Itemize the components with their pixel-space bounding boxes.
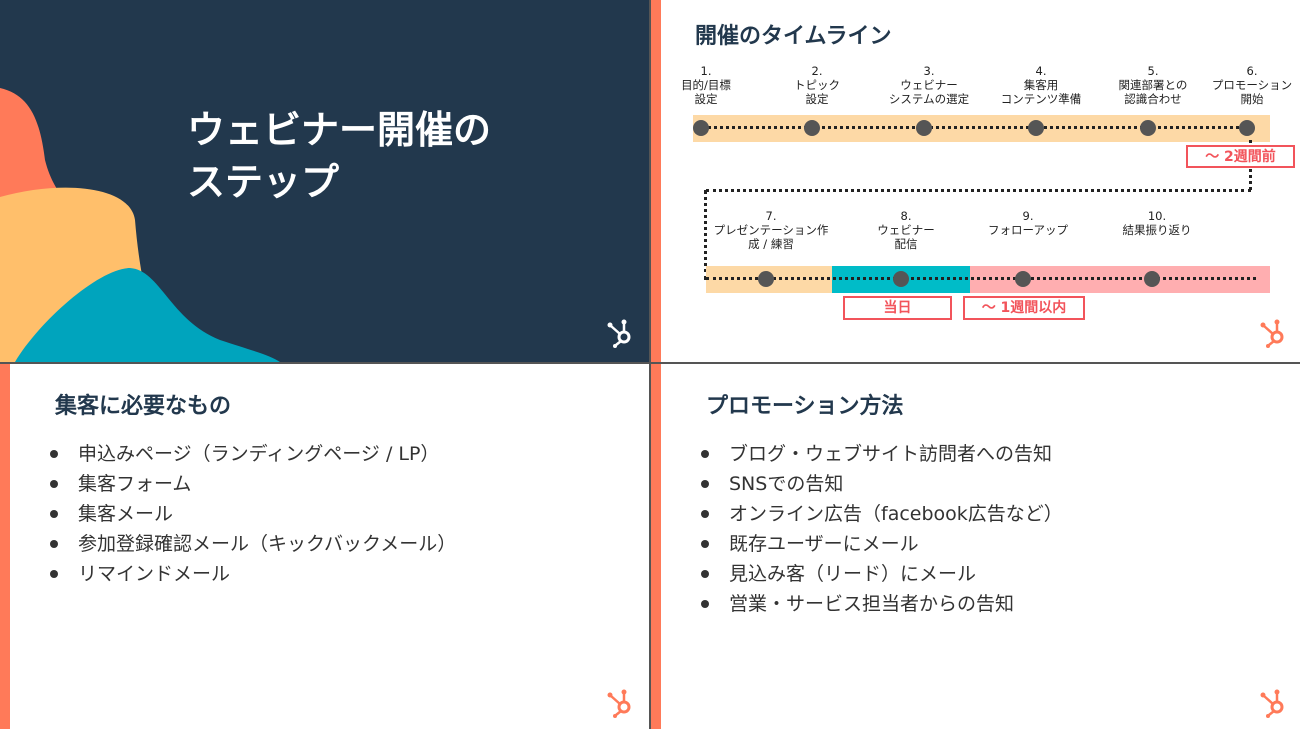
step-label: 9.フォローアップ — [968, 209, 1088, 237]
step-line2: システムの選定 — [888, 92, 970, 106]
timeline-dot — [1140, 120, 1156, 136]
bullet-list: ブログ・ウェブサイト訪問者への告知 SNSでの告知 オンライン広告（facebo… — [699, 439, 1063, 619]
timeline-line — [706, 277, 1256, 280]
step-line1: 結果振り返り — [1122, 223, 1192, 237]
timeline-dot — [1144, 271, 1160, 287]
step-num: 3. — [923, 64, 935, 78]
slide-lead-requirements[interactable]: 集客に必要なもの 申込みページ（ランディングページ / LP） 集客フォーム 集… — [0, 364, 649, 729]
timeline-dot — [693, 120, 709, 136]
badge-day-of: 当日 — [843, 296, 952, 320]
step-line2: 配信 — [894, 237, 918, 251]
step-num: 4. — [1035, 64, 1047, 78]
title-line-1: ウェビナー開催の — [187, 108, 492, 152]
accent-bar — [651, 0, 661, 362]
step-line1: フォローアップ — [987, 223, 1069, 237]
accent-bar — [0, 364, 10, 729]
step-line2: 開始 — [1240, 92, 1264, 106]
step-line1: プロモーション — [1211, 78, 1293, 92]
step-line2: 設定 — [805, 92, 829, 106]
title-line-2: ステップ — [187, 160, 340, 204]
step-num: 1. — [700, 64, 712, 78]
accent-bar — [651, 364, 661, 729]
slide-title-text: ウェビナー開催のステップ — [187, 104, 491, 208]
step-label: 7.プレゼンテーション作成 / 練習 — [711, 209, 831, 251]
timeline-dot — [893, 271, 909, 287]
hubspot-logo-icon — [606, 318, 636, 348]
bullet-list: 申込みページ（ランディングページ / LP） 集客フォーム 集客メール 参加登録… — [48, 439, 456, 589]
step-num: 5. — [1147, 64, 1159, 78]
list-item: 営業・サービス担当者からの告知 — [699, 589, 1063, 619]
timeline-dot — [1015, 271, 1031, 287]
slide-promotion-methods[interactable]: プロモーション方法 ブログ・ウェブサイト訪問者への告知 SNSでの告知 オンライ… — [651, 364, 1300, 729]
list-item: 見込み客（リード）にメール — [699, 559, 1063, 589]
step-num: 10. — [1147, 209, 1167, 223]
slide-heading: 集客に必要なもの — [55, 394, 232, 419]
step-label: 2.トピック設定 — [757, 64, 877, 106]
step-label: 6.プロモーション開始 — [1192, 64, 1300, 106]
hubspot-logo-icon — [1259, 318, 1289, 348]
list-item: オンライン広告（facebook広告など） — [699, 499, 1063, 529]
step-line1: プレゼンテーション作 — [713, 223, 829, 237]
list-item: ブログ・ウェブサイト訪問者への告知 — [699, 439, 1063, 469]
slide-heading: プロモーション方法 — [706, 394, 904, 419]
badge-two-weeks: ～ 2週間前 — [1186, 145, 1295, 168]
list-item: SNSでの告知 — [699, 469, 1063, 499]
step-line1: 関連部署との — [1118, 78, 1188, 92]
list-item: 申込みページ（ランディングページ / LP） — [48, 439, 456, 469]
slide-title[interactable]: ウェビナー開催のステップ — [0, 0, 649, 362]
list-item: リマインドメール — [48, 559, 456, 589]
step-num: 8. — [900, 209, 912, 223]
step-line2: 設定 — [694, 92, 718, 106]
step-line2: コンテンツ準備 — [1000, 92, 1082, 106]
step-line2: 認識合わせ — [1124, 92, 1182, 106]
step-num: 9. — [1022, 209, 1034, 223]
step-num: 2. — [811, 64, 823, 78]
step-label: 1.目的/目標設定 — [651, 64, 766, 106]
timeline-line — [701, 126, 1247, 129]
timeline-connector — [706, 189, 1251, 192]
step-num: 6. — [1246, 64, 1258, 78]
timeline-dot — [1028, 120, 1044, 136]
step-label: 10.結果振り返り — [1097, 209, 1217, 237]
step-line1: ウェビナー — [900, 78, 958, 92]
list-item: 集客メール — [48, 499, 456, 529]
list-item: 集客フォーム — [48, 469, 456, 499]
timeline-dot — [804, 120, 820, 136]
slide-heading: 開催のタイムライン — [695, 24, 892, 49]
timeline-dot — [916, 120, 932, 136]
badge-one-week: ～ 1週間以内 — [963, 296, 1085, 320]
list-item: 参加登録確認メール（キックバックメール） — [48, 529, 456, 559]
step-num: 7. — [765, 209, 777, 223]
list-item: 既存ユーザーにメール — [699, 529, 1063, 559]
hubspot-logo-icon — [1259, 688, 1289, 718]
timeline-dot — [1239, 120, 1255, 136]
step-line1: トピック — [794, 78, 840, 92]
decorative-shapes — [0, 88, 280, 362]
step-label: 8.ウェビナー配信 — [846, 209, 966, 251]
step-label: 5.関連部署との認識合わせ — [1093, 64, 1213, 106]
timeline-connector — [704, 190, 707, 280]
timeline-dot — [758, 271, 774, 287]
step-label: 4.集客用コンテンツ準備 — [981, 64, 1101, 106]
step-line1: 集客用 — [1023, 78, 1059, 92]
step-line2: 成 / 練習 — [748, 237, 794, 251]
step-line1: ウェビナー — [877, 223, 935, 237]
step-label: 3.ウェビナーシステムの選定 — [869, 64, 989, 106]
hubspot-logo-icon — [606, 688, 636, 718]
step-line1: 目的/目標 — [681, 78, 731, 92]
